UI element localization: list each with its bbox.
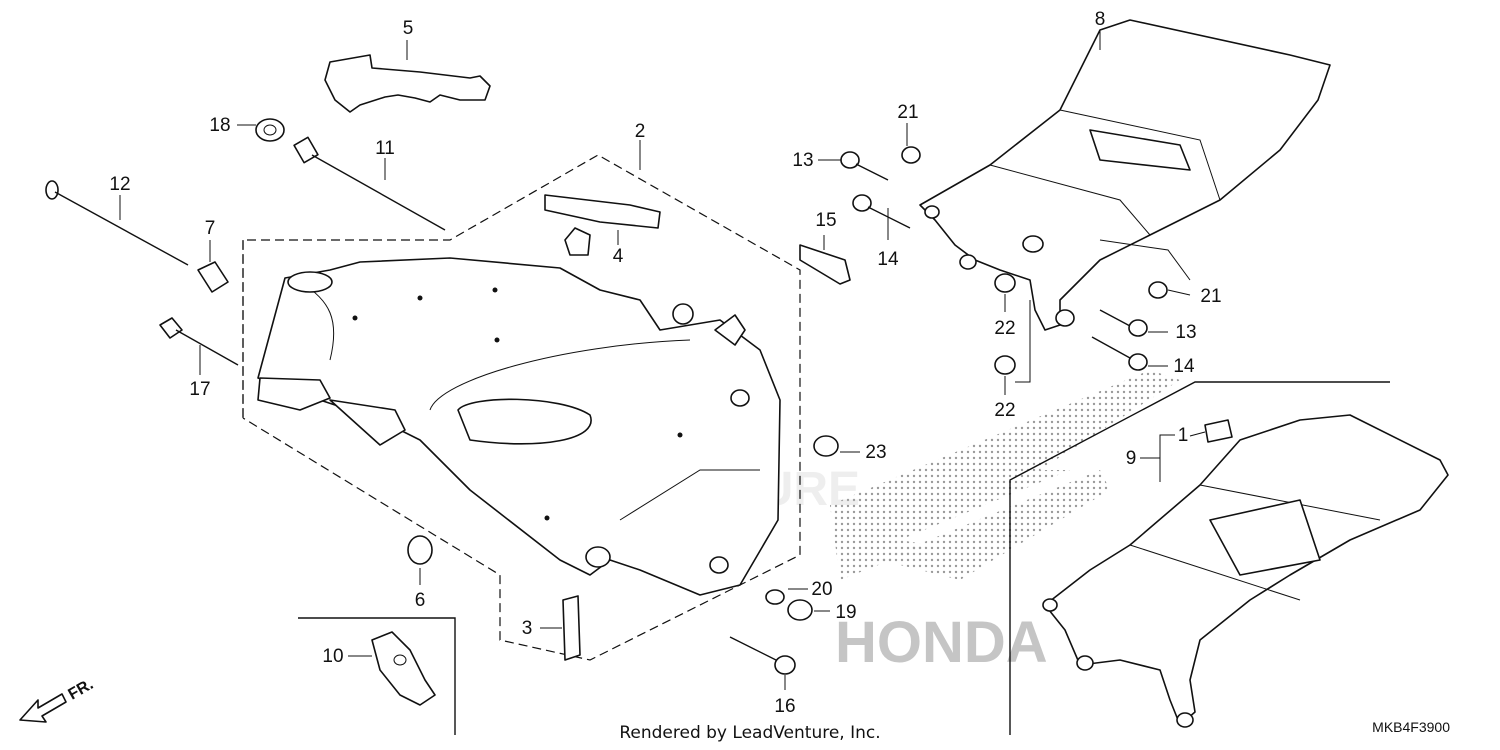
callout-21-bottom: 21 <box>1200 286 1221 307</box>
callout-12: 12 <box>109 174 130 195</box>
bolt-14a <box>852 194 911 229</box>
callout-14-top: 14 <box>877 249 899 270</box>
bolt-17 <box>159 317 239 366</box>
nut-19 <box>787 599 813 621</box>
callout-15: 15 <box>815 210 836 231</box>
front-arrow-label: FR. <box>66 676 97 704</box>
callout-14-bottom: 14 <box>1173 356 1195 377</box>
callout-2: 2 <box>635 121 646 142</box>
seat-rail-8 <box>919 19 1331 331</box>
callout-13-top: 13 <box>792 150 813 171</box>
callout-10: 10 <box>322 646 343 667</box>
bolt-11 <box>293 136 446 231</box>
bracket-10 <box>371 631 436 706</box>
callout-8: 8 <box>1095 9 1106 30</box>
washer-20 <box>765 589 785 605</box>
part-5-bracket <box>324 54 491 113</box>
bolt-14b <box>1091 336 1148 371</box>
grommet-21a <box>901 146 921 164</box>
callout-19: 19 <box>835 602 856 623</box>
callout-16: 16 <box>774 696 795 717</box>
nut-23 <box>813 435 839 457</box>
main-frame <box>257 227 781 596</box>
diagram-code: MKB4F3900 <box>1372 719 1450 735</box>
spacer-3 <box>562 595 581 661</box>
nut-18 <box>255 118 285 142</box>
bolt-13b <box>1099 309 1148 337</box>
main-frame-assembly-outline <box>242 154 801 661</box>
callout-22-bottom: 22 <box>994 400 1015 421</box>
watermark-brand: HONDA <box>835 610 1048 675</box>
callout-9: 9 <box>1126 448 1137 469</box>
callout-labels: 5 2 4 11 12 7 18 17 6 3 10 15 23 20 19 1… <box>109 9 1221 717</box>
callout-11: 11 <box>375 138 395 159</box>
callout-18: 18 <box>209 115 230 136</box>
nut-22b <box>994 355 1016 375</box>
callout-1: 1 <box>1178 425 1189 446</box>
bolt-16 <box>729 636 796 675</box>
callout-23: 23 <box>865 442 886 463</box>
front-direction-arrow: FR. <box>19 676 97 723</box>
callout-17: 17 <box>189 379 210 400</box>
nut-22a <box>994 273 1016 293</box>
collar-6 <box>407 535 433 565</box>
seat-rail-assembly-9 <box>1042 414 1449 728</box>
callout-3: 3 <box>522 618 533 639</box>
callout-7: 7 <box>205 218 216 239</box>
callout-5: 5 <box>403 18 414 39</box>
part-4-plate <box>544 194 661 229</box>
section-dividers <box>298 381 1390 735</box>
footer-credit: Rendered by LeadVenture, Inc. <box>619 723 880 743</box>
callout-13-bottom: 13 <box>1175 322 1196 343</box>
callout-22-top: 22 <box>994 318 1015 339</box>
cap-1 <box>1204 419 1233 443</box>
leader-lines <box>119 30 1206 690</box>
bolt-15 <box>799 244 851 285</box>
bolt-12 <box>45 180 189 266</box>
callout-21-top: 21 <box>897 102 918 123</box>
callout-6: 6 <box>415 590 426 611</box>
bolt-13a <box>840 151 889 181</box>
collar-7 <box>197 261 229 293</box>
callout-4: 4 <box>613 246 624 267</box>
callout-20: 20 <box>811 579 832 600</box>
grommet-21b <box>1148 281 1168 299</box>
